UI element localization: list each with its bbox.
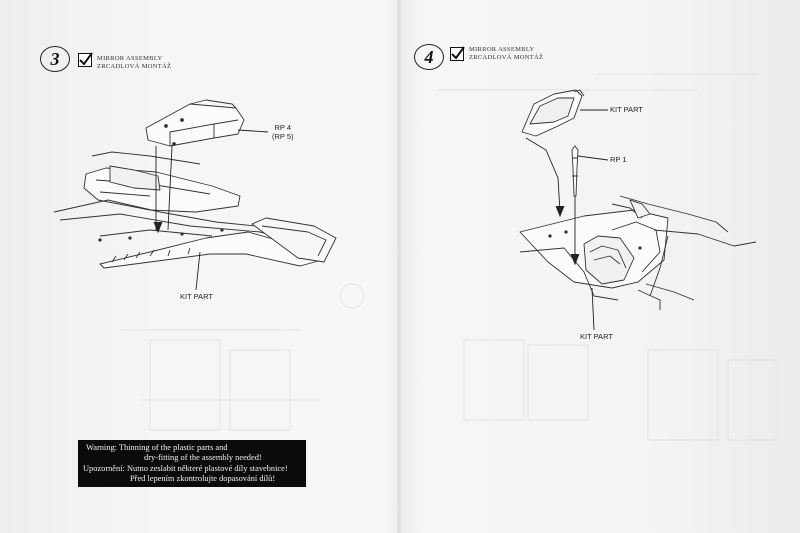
bleed-through-drawing-right — [438, 73, 779, 441]
warning-line-4: Před lepením zkontrolujte dopasování díl… — [130, 474, 276, 483]
callout-kit-part-label: KIT PART — [180, 292, 213, 301]
callout-kit-part-top-label: KIT PART — [610, 105, 643, 114]
step-title-cz: ZRCADLOVÁ MONTÁŽ — [469, 53, 544, 61]
step-number-badge: 4 — [414, 44, 444, 70]
step-title-cz: ZRCADLOVÁ MONTÁŽ — [97, 62, 172, 70]
warning-line-3: Upozornění: Nutno zeslabit některé plast… — [83, 464, 288, 473]
checkmark-icon — [451, 46, 465, 60]
left-page: 3 MIRROR ASSEMBLY ZRCADLOVÁ MONTÁŽ — [0, 0, 398, 533]
callout-rp5-label: (RP 5) — [272, 132, 294, 141]
step-title: MIRROR ASSEMBLY ZRCADLOVÁ MONTÁŽ — [97, 55, 171, 70]
assembly-drawing-step4 — [519, 89, 757, 331]
step-title-en: MIRROR ASSEMBLY — [469, 46, 535, 53]
step-number: 4 — [424, 47, 434, 67]
checkmark-icon — [79, 52, 93, 66]
bleed-through-drawing-left — [120, 283, 365, 431]
callout-rp4: RP 4 (RP 5) — [272, 123, 294, 141]
step-checkbox[interactable] — [78, 52, 93, 67]
warning-line-1: Warning: Thinning of the plastic parts a… — [86, 443, 228, 452]
callout-rp1: RP 1 — [610, 155, 627, 164]
callout-rp4-label: RP 4 — [274, 123, 292, 132]
right-page: 4 MIRROR ASSEMBLY ZRCADLOVÁ MONTÁŽ — [398, 0, 800, 533]
step-title: MIRROR ASSEMBLY ZRCADLOVÁ MONTÁŽ — [469, 46, 543, 61]
warning-line-2: dry-fitting of the assembly needed! — [144, 453, 262, 462]
callout-rp1-label: RP 1 — [610, 155, 627, 164]
assembly-drawing-step3 — [53, 99, 337, 291]
step-title-en: MIRROR ASSEMBLY — [97, 55, 163, 62]
callout-kit-part: KIT PART — [180, 292, 213, 301]
step-number-badge: 3 — [40, 46, 70, 72]
callout-kit-part-top: KIT PART — [610, 105, 643, 114]
callout-kit-part-bottom: KIT PART — [580, 332, 613, 341]
callout-kit-part-bottom-label: KIT PART — [580, 332, 613, 341]
step-checkbox[interactable] — [450, 46, 465, 61]
warning-box: Warning: Thinning of the plastic parts a… — [78, 440, 306, 487]
step-number: 3 — [50, 49, 60, 69]
page-fold — [396, 0, 402, 533]
